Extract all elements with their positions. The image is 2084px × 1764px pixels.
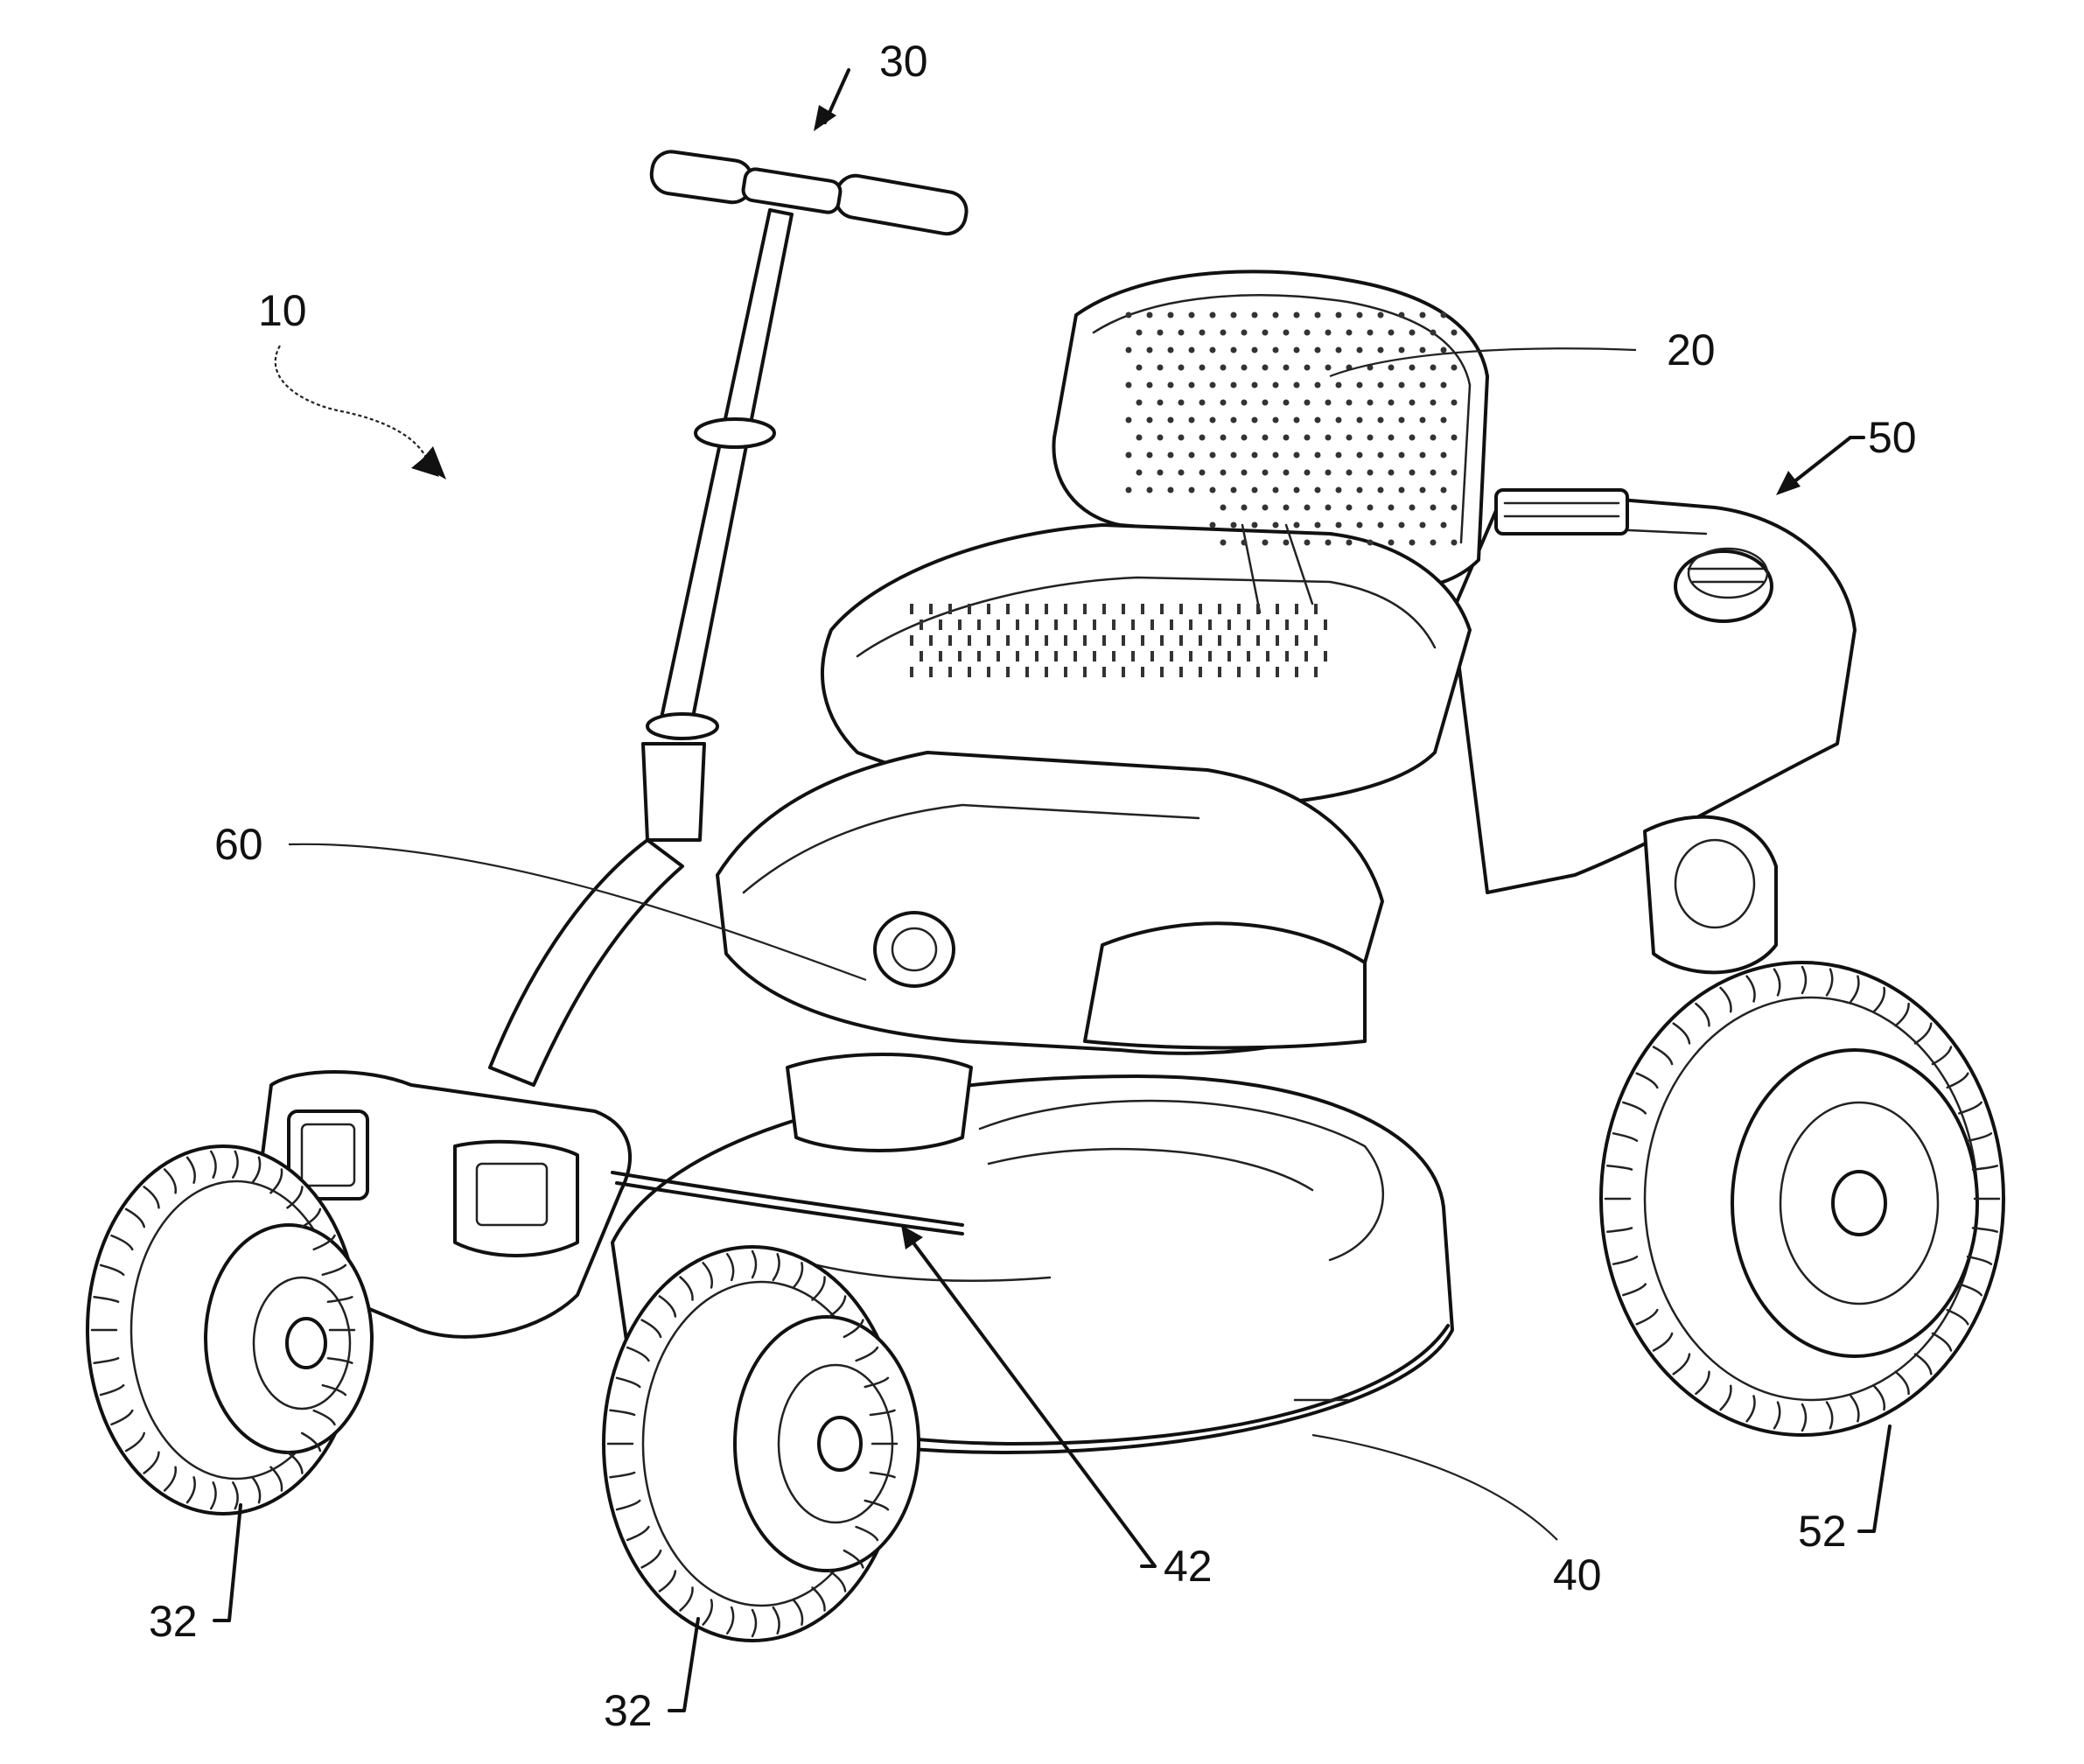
label-60: 60	[214, 822, 263, 866]
label-30: 30	[879, 39, 928, 83]
arrow-10	[276, 346, 446, 480]
arrow-30	[814, 70, 849, 131]
arrow-50	[1776, 438, 1864, 495]
label-40: 40	[1553, 1553, 1602, 1597]
rear-body	[1452, 490, 1855, 972]
label-10: 10	[258, 289, 307, 332]
seat	[822, 271, 1487, 807]
label-20: 20	[1667, 328, 1716, 372]
leader-52	[1859, 1426, 1890, 1531]
leader-32-center	[669, 1619, 698, 1711]
leader-40	[1312, 1435, 1557, 1540]
label-32-left: 32	[149, 1600, 198, 1643]
label-32-center: 32	[604, 1689, 653, 1732]
label-52: 52	[1798, 1509, 1847, 1553]
leader-32-left	[214, 1505, 241, 1620]
label-50: 50	[1868, 416, 1917, 459]
label-42: 42	[1164, 1544, 1213, 1588]
rear-wheel	[1601, 962, 2004, 1435]
